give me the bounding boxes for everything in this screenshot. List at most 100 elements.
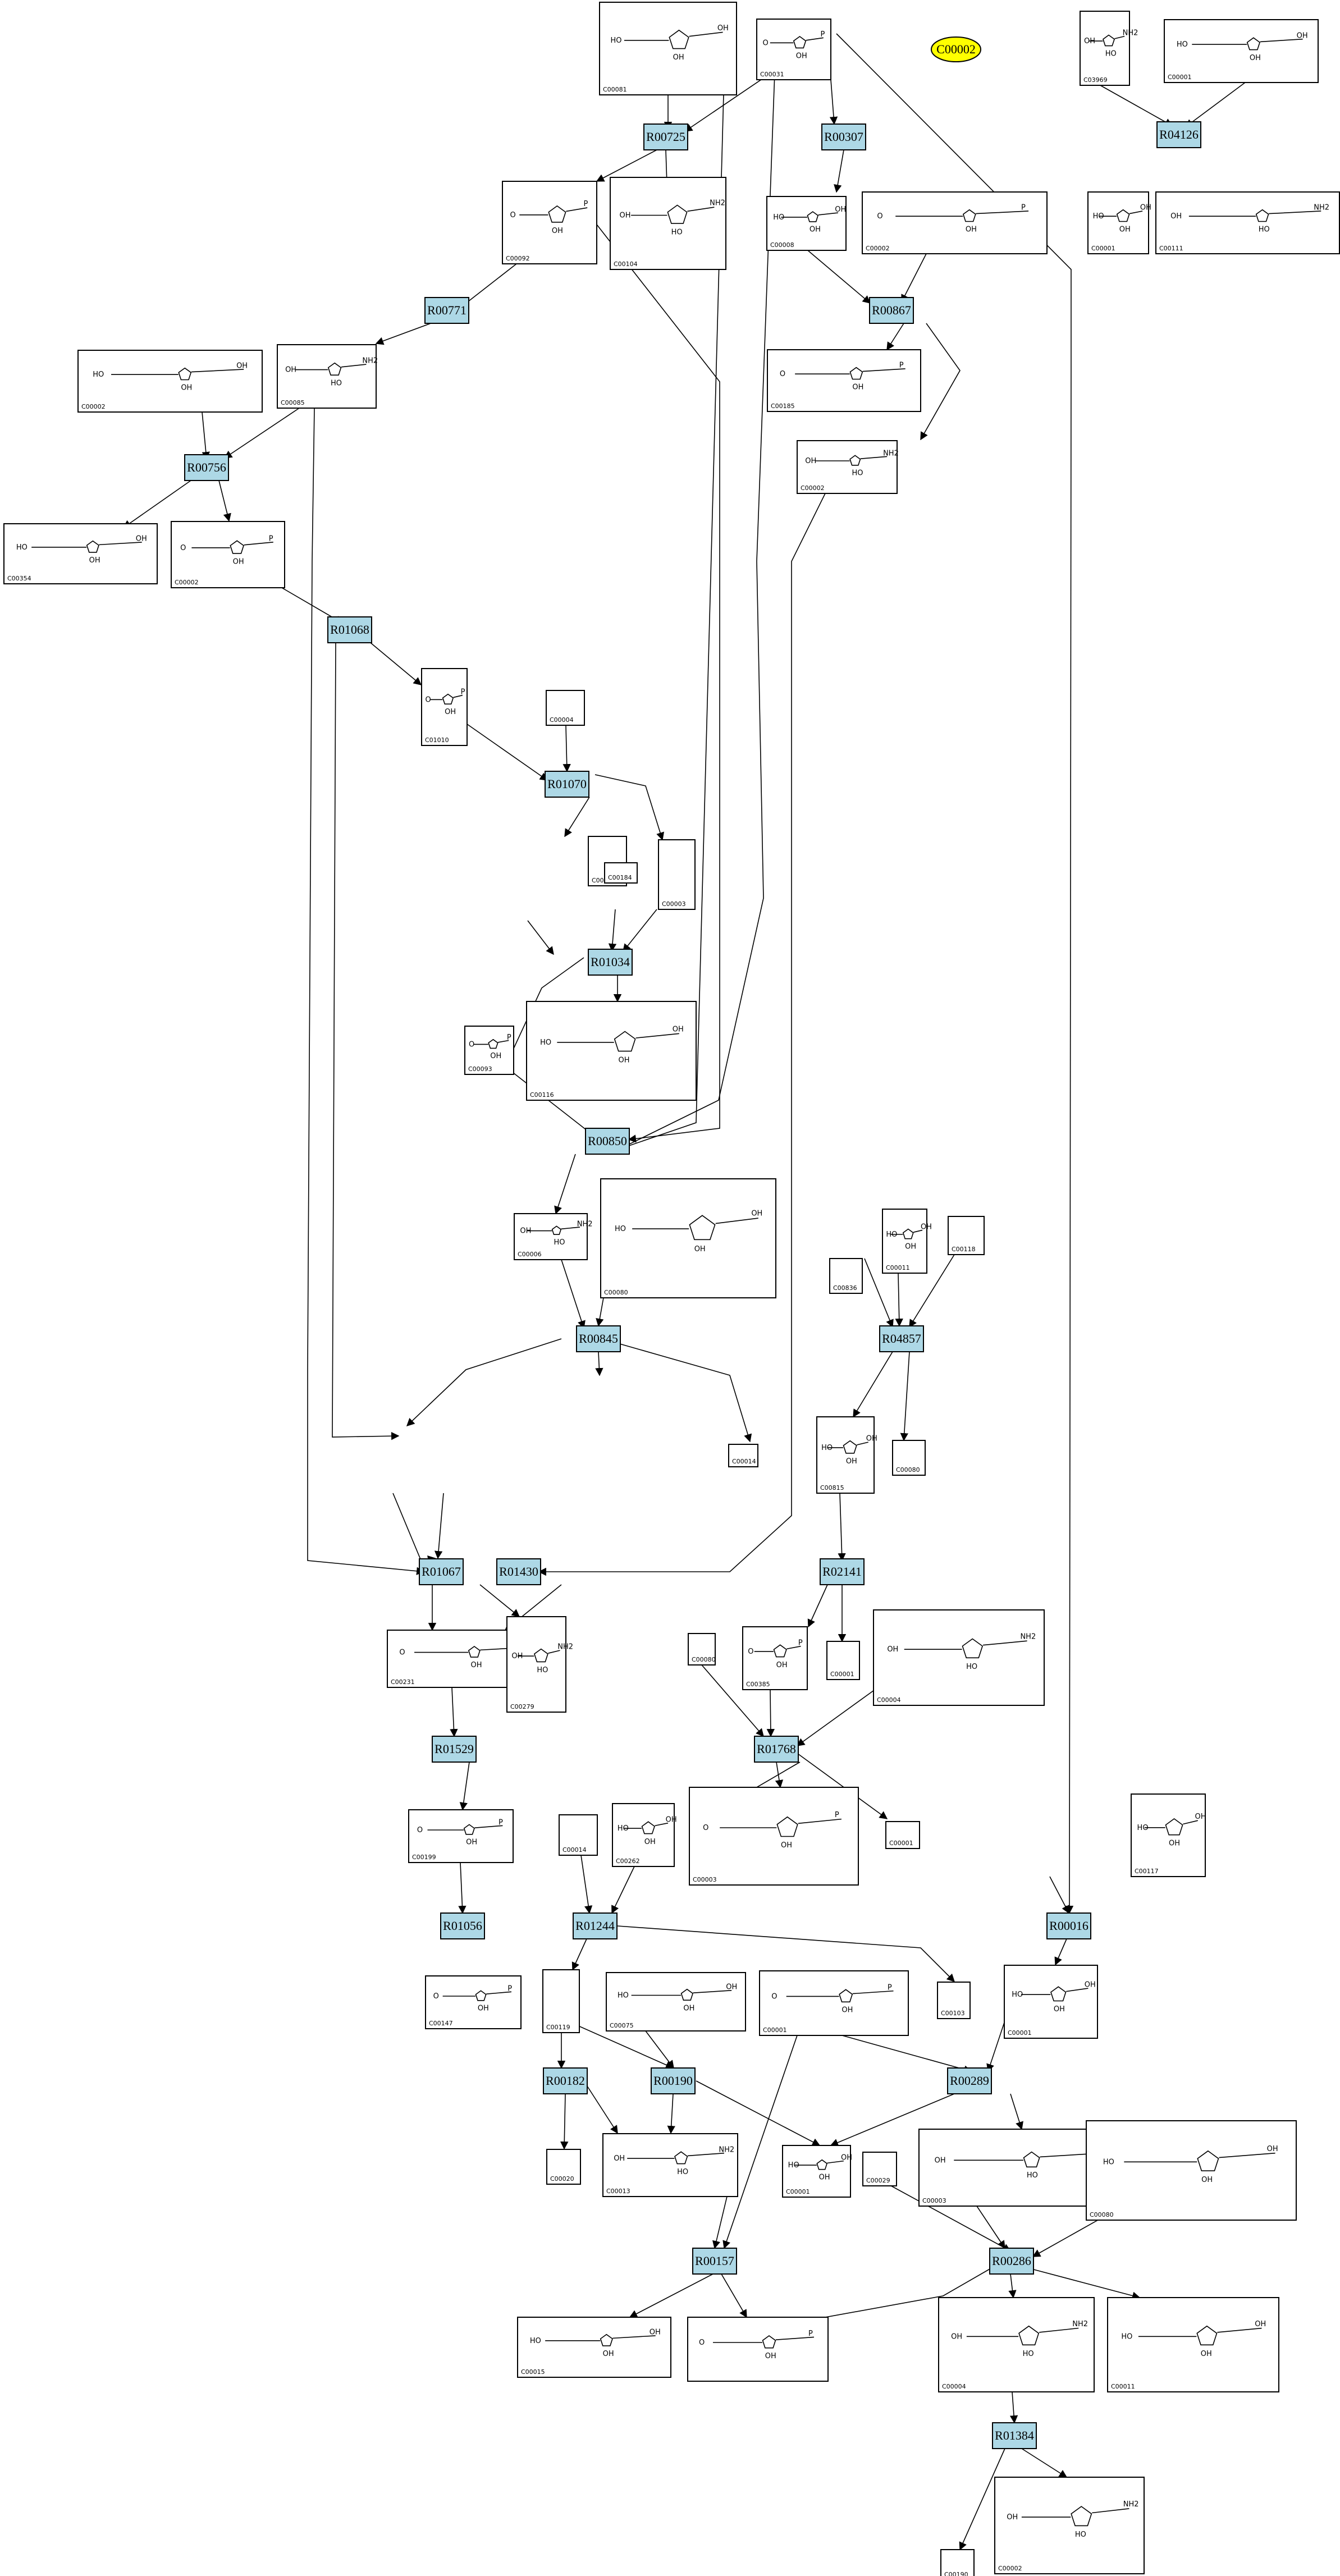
reaction-node[interactable]: R00867 bbox=[869, 297, 914, 324]
reaction-node[interactable]: R04857 bbox=[879, 1325, 924, 1352]
compound-node[interactable]: C00103 bbox=[937, 1982, 971, 2019]
reaction-id-label: R01034 bbox=[591, 955, 630, 969]
compound-node[interactable]: C00836 bbox=[829, 1258, 863, 1294]
compound-node[interactable]: OHHONH2C00003 bbox=[918, 2129, 1114, 2207]
atom-label: P bbox=[798, 1639, 803, 1647]
reaction-node[interactable]: R00725 bbox=[643, 123, 688, 150]
molecule-ring bbox=[230, 540, 244, 554]
compound-node[interactable]: C00118 bbox=[948, 1216, 985, 1255]
reaction-node[interactable]: R01056 bbox=[440, 1912, 485, 1939]
reaction-node[interactable]: R00756 bbox=[184, 454, 229, 481]
compound-node[interactable]: C00001 bbox=[826, 1641, 860, 1680]
reaction-node[interactable]: R04126 bbox=[1156, 121, 1201, 148]
compound-node[interactable]: C00080 bbox=[688, 1633, 716, 1666]
reaction-node[interactable]: R01384 bbox=[992, 2422, 1037, 2449]
molecule-bond bbox=[545, 2335, 656, 2341]
compound-node[interactable]: C00190 bbox=[940, 2549, 975, 2576]
compound-node[interactable]: C00004 bbox=[546, 690, 585, 726]
compound-node[interactable]: C00001 bbox=[885, 1821, 920, 1849]
compound-node[interactable]: C00184 bbox=[604, 862, 638, 884]
compound-node[interactable]: C00003 bbox=[658, 839, 696, 910]
reaction-node[interactable]: R00289 bbox=[947, 2067, 992, 2094]
reaction-node[interactable]: R00286 bbox=[989, 2248, 1034, 2275]
edge-arrow bbox=[1027, 2267, 1141, 2300]
atom-label: HO bbox=[788, 2161, 799, 2170]
reaction-node[interactable]: R02141 bbox=[820, 1558, 865, 1585]
compound-id-label: C00184 bbox=[608, 874, 632, 881]
atom-label: P bbox=[808, 2330, 813, 2338]
reaction-node[interactable]: R00850 bbox=[585, 1128, 630, 1155]
reaction-node[interactable]: R00771 bbox=[424, 297, 469, 324]
atom-label: OH bbox=[181, 384, 192, 392]
reaction-node[interactable]: R00307 bbox=[821, 123, 866, 150]
reaction-node[interactable]: R01034 bbox=[588, 949, 633, 976]
reaction-node[interactable]: R01068 bbox=[327, 616, 372, 643]
compound-node[interactable]: C00029 bbox=[862, 2152, 897, 2186]
reaction-node[interactable]: R01529 bbox=[432, 1736, 477, 1763]
highlighted-compound[interactable]: C00002 bbox=[931, 36, 981, 62]
atom-label: O bbox=[748, 1648, 753, 1656]
edge-arrow bbox=[645, 2030, 674, 2069]
compound-node[interactable]: C00014 bbox=[728, 1444, 758, 1467]
atom-label: OH bbox=[1140, 204, 1151, 212]
reaction-node[interactable]: R00190 bbox=[651, 2067, 696, 2094]
reaction-node[interactable]: R00157 bbox=[692, 2248, 737, 2275]
atom-label: OH bbox=[285, 366, 296, 374]
compound-node[interactable]: C00119 bbox=[542, 1969, 580, 2033]
compound-node[interactable]: C00014 bbox=[559, 1814, 598, 1856]
reaction-node[interactable]: R00016 bbox=[1046, 1912, 1091, 1939]
reaction-node[interactable]: R01768 bbox=[754, 1736, 799, 1763]
compound-node[interactable]: C00020 bbox=[546, 2149, 581, 2185]
reaction-node[interactable]: R00845 bbox=[576, 1325, 621, 1352]
reaction-node[interactable]: R01244 bbox=[573, 1912, 618, 1939]
reaction-node[interactable]: R01070 bbox=[545, 771, 589, 798]
reaction-node[interactable]: R01067 bbox=[419, 1558, 464, 1585]
reaction-node[interactable]: R00182 bbox=[543, 2067, 588, 2094]
reaction-node[interactable]: R01430 bbox=[496, 1558, 541, 1585]
edge-arrow bbox=[629, 2273, 714, 2318]
compound-node[interactable]: C00080 bbox=[892, 1440, 926, 1476]
